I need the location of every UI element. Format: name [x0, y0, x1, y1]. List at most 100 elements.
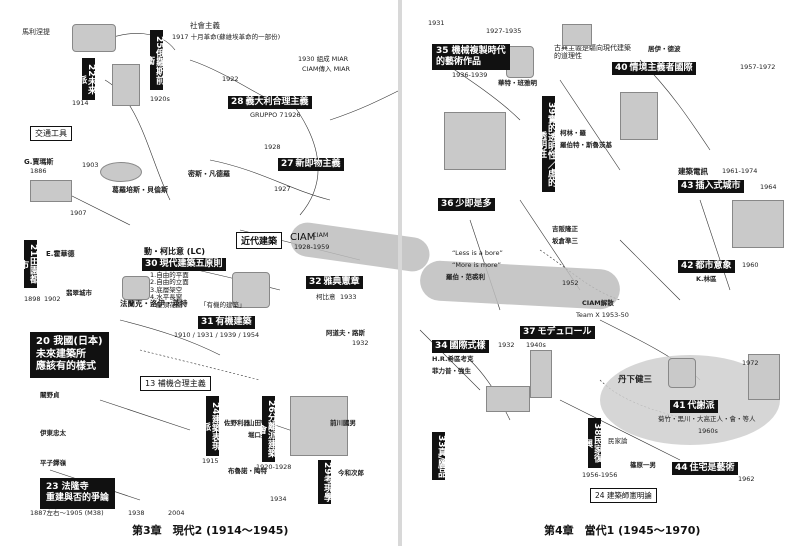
seki-label: 關野貞 [40, 392, 60, 399]
node-25-title: 俄羅斯前衛 [144, 48, 164, 84]
node-43-num: 43 [681, 181, 694, 191]
node-21-garden-city[interactable]: 21田園都市 [24, 240, 37, 288]
mies-quote-less-is-bore: “Less is a bore” [452, 250, 503, 257]
camera-illustration [562, 24, 592, 46]
tange-portrait [668, 358, 696, 388]
node-37-num: 37 [523, 327, 536, 337]
node-36-title: 少即是多 [456, 199, 492, 209]
wright-organic-label: 「有機的建築」 [200, 302, 246, 309]
node-24-expressionism[interactable]: 24建築表現派 [206, 396, 219, 456]
node-26-secession-group[interactable]: 26分離派建築會 [262, 396, 275, 462]
kikutake-label: 菊竹・黑川・大高正人・會・等人 [658, 416, 756, 423]
rowe-label: 柯林・羅 [560, 130, 586, 137]
benjamin-label: 華特・班雅明 [498, 80, 537, 87]
node-30-num: 30 [145, 259, 158, 269]
car-illustration [72, 24, 116, 52]
marinetti-label: 馬利涅提 [22, 28, 50, 36]
miar-label: 1930 組成 MIAR [298, 56, 348, 63]
year-1902: 1902 [44, 296, 61, 303]
node-28-num: 28 [231, 97, 244, 107]
modulor-figure [530, 350, 552, 398]
right-page: 1931 1927-1935 35 機械複製時代 的藝術作品 1936-1939… [402, 0, 800, 546]
loos-label: 阿道夫・路斯 [326, 330, 365, 337]
benjamin-portrait [506, 46, 534, 78]
zeppelin-illustration [100, 162, 142, 182]
node-20-line-3: 應該有的樣式 [36, 361, 103, 374]
debord-label: 居伊・德波 [648, 46, 681, 53]
node-22-futurism[interactable]: 22未来派 [82, 58, 95, 100]
year-1938: 1938 [128, 510, 145, 517]
ito-label: 伊東忠太 [40, 430, 66, 437]
team-x-label: Team X 1953-50 [576, 312, 629, 319]
node-25-russian-avantgarde[interactable]: 25俄羅斯前衛 [150, 30, 163, 90]
year-1956: 1956-1956 [582, 472, 617, 479]
node-23-line-2: 重建與否的爭論 [46, 493, 109, 504]
node-13-supplementary-rationalism[interactable]: 13 補機合理主義 [140, 376, 211, 391]
node-41-title: 代謝派 [688, 401, 715, 411]
node-21-num: 21 [28, 244, 38, 257]
node-38-folk-house-revival[interactable]: 38民家復興 [588, 418, 601, 468]
garnier-label: G.賈瑪斯 [24, 158, 53, 166]
node-24-architect-manifesto[interactable]: 24 建築師憲明論 [590, 488, 657, 503]
year-1960s: 1960s [698, 428, 718, 435]
villa-photo [486, 386, 530, 412]
mies-label: 密斯・凡德羅 [188, 170, 230, 178]
wright-years: 1910 / 1931 / 1939 / 1954 [174, 332, 259, 339]
painting-illustration [620, 92, 658, 140]
ciam-miar-label: CIAM傳入 MIAR [302, 66, 350, 73]
node-24-num: 24 [210, 402, 220, 415]
node-39-title: 實的透明性／虛的透明性 [536, 114, 556, 186]
gropius-label: 葛羅培斯・貝倫斯 [112, 186, 168, 194]
shinohara-label: 篠原一男 [630, 462, 656, 469]
node-21-title: 田園都市 [18, 257, 38, 284]
node-24-title: 建築表現派 [200, 414, 220, 450]
tatlin-tower-photo [112, 64, 140, 106]
node-29-num: 29 [322, 462, 332, 475]
node-39-transparency[interactable]: 39實的透明性／虛的透明性 [542, 96, 555, 192]
revolution-label: 1917 十月革命(蘇維埃革命的一部份) [172, 34, 280, 41]
mies-quote-more-is-more: “More is more” [452, 262, 501, 269]
year-1933: 1933 [340, 294, 357, 301]
left-page: 馬利涅提 22未来派 1914 交通工具 G.賈瑪斯 1886 1903 21田… [0, 0, 398, 546]
node-23-line-1: 23 法隆寺 [46, 482, 109, 493]
johnson-label: 菲力普・強生 [432, 368, 471, 375]
node-34-title: 國際式樣 [450, 341, 486, 351]
node-35-mechanical-reproduction[interactable]: 35 機械複製時代 的藝術作品 [432, 44, 510, 70]
node-33-authentic-fake[interactable]: 33真/贗品 [432, 432, 445, 480]
kon-label: 今和次郎 [338, 470, 364, 477]
node-36-num: 36 [441, 199, 454, 209]
node-29-modernology[interactable]: 29考現學 [318, 460, 331, 504]
node-22-year: 1914 [72, 100, 89, 107]
node-34-num: 34 [435, 341, 448, 351]
node-22-title: 未来派 [76, 75, 96, 95]
year-1962: 1962 [738, 476, 755, 483]
node-33-title: 真/贗品 [436, 447, 446, 477]
node-39-num: 39 [546, 102, 556, 115]
year-1931: 1931 [428, 20, 445, 27]
ciam-small-label: CIAM [312, 232, 329, 239]
node-44-num: 44 [675, 463, 688, 473]
node-40-title: 情境主義者國際 [630, 63, 693, 73]
node-22-num: 22 [86, 64, 96, 77]
node-23-horyuji[interactable]: 23 法隆寺 重建與否的爭論 [40, 478, 115, 509]
node-43-title: 插入式城市 [696, 181, 741, 191]
gruppo7-label: GRUPPO 7 [250, 112, 283, 119]
node-41-num: 41 [673, 401, 686, 411]
node-20-japan-future-style[interactable]: 20 我國(日本) 未來建築所 應該有的樣式 [30, 332, 109, 378]
tange-label: 丹下健三 [618, 376, 652, 386]
japan-house-label: 民家論 [608, 438, 628, 445]
node-38-num: 38 [592, 423, 602, 436]
